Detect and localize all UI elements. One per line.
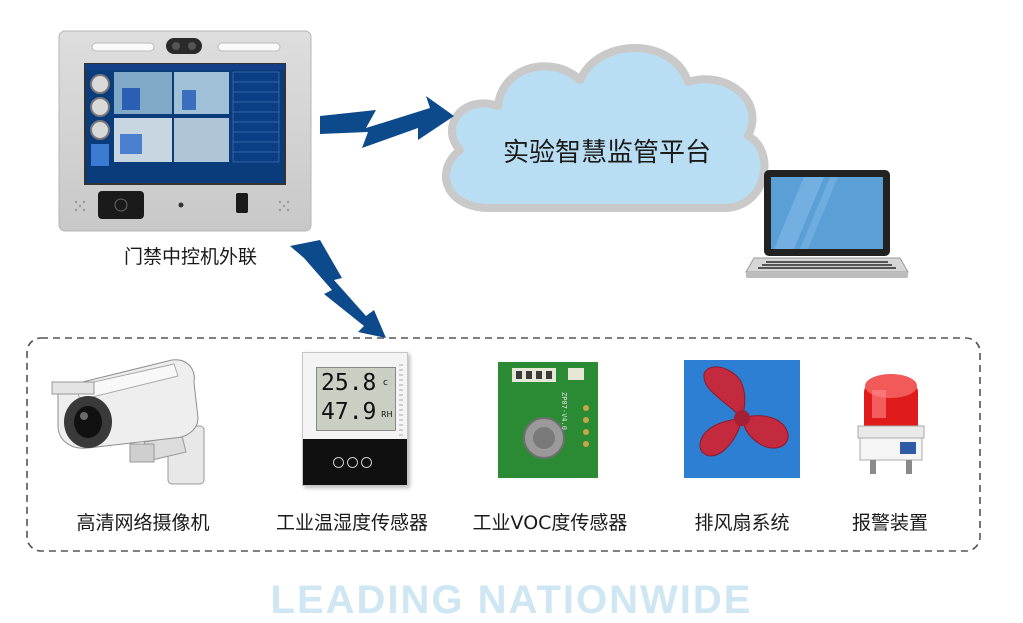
alarm-beacon-icon bbox=[857, 374, 925, 474]
device-label-voc: 工业VOC度传感器 bbox=[472, 512, 628, 534]
humidity-reading: 47.9 bbox=[321, 399, 377, 425]
humidity-unit: RH bbox=[381, 410, 393, 419]
laptop-icon bbox=[745, 170, 909, 278]
device-label-alarm: 报警装置 bbox=[851, 512, 928, 534]
wireless-link-arrow-to-devices bbox=[290, 240, 386, 338]
sensor-button-icon bbox=[333, 457, 344, 468]
cloud-platform bbox=[441, 44, 769, 212]
sensor-button-panel bbox=[303, 439, 407, 485]
ip-camera-icon bbox=[51, 359, 205, 485]
voc-board-text: ZP07-V4.0 bbox=[560, 392, 568, 430]
wireless-link-arrow-to-cloud bbox=[320, 96, 454, 148]
temperature-reading: 25.8 bbox=[321, 370, 377, 396]
device-label-fan: 排风扇系统 bbox=[694, 512, 790, 534]
device-label-temp-humidity: 工业温湿度传感器 bbox=[275, 512, 428, 534]
access-controller-terminal bbox=[58, 30, 312, 232]
cloud-label: 实验智慧监管平台 bbox=[503, 138, 712, 168]
device-label-camera: 高清网络摄像机 bbox=[76, 512, 210, 534]
devices-frame bbox=[26, 337, 981, 552]
exhaust-fan-icon bbox=[684, 360, 800, 478]
voc-sensor-board bbox=[498, 362, 598, 478]
sensor-vent bbox=[399, 361, 403, 437]
temp-humidity-sensor: 25.8 c 47.9 RH bbox=[302, 352, 408, 486]
sensor-display: 25.8 c 47.9 RH bbox=[316, 367, 396, 431]
sensor-button-icon bbox=[347, 457, 358, 468]
controller-label: 门禁中控机外联 bbox=[124, 246, 258, 268]
temperature-unit: c bbox=[383, 378, 388, 388]
sensor-button-icon bbox=[361, 457, 372, 468]
